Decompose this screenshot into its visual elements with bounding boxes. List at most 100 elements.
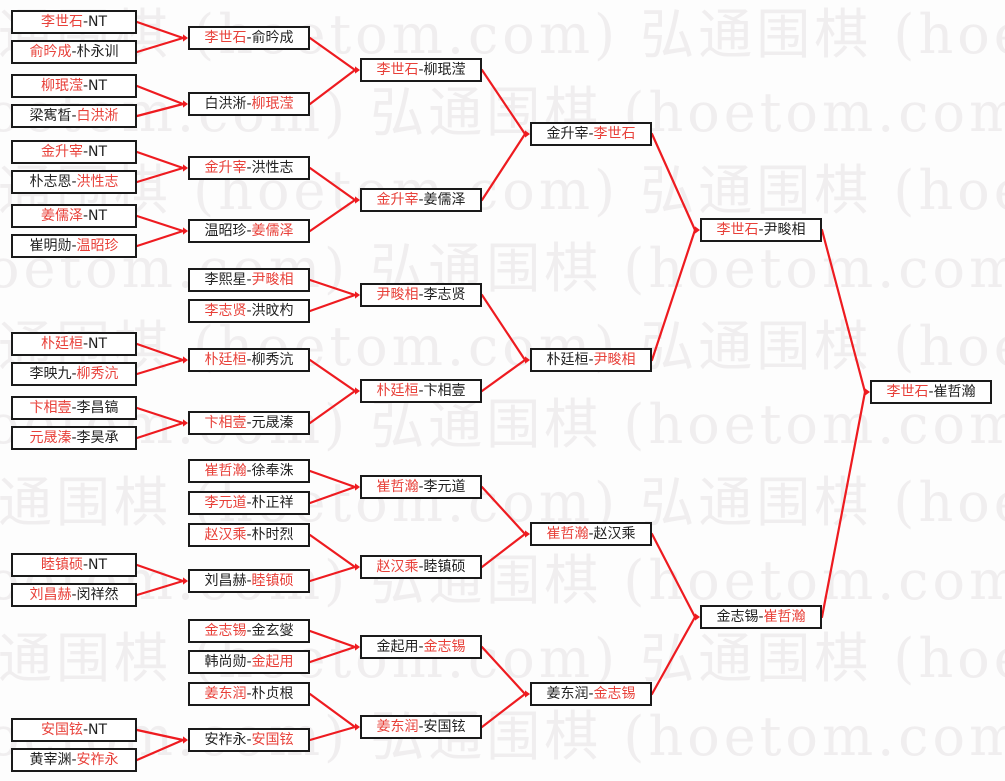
match-box[interactable]: 姜东润-朴贞根	[188, 682, 310, 706]
match-player-left: 姜东润	[376, 719, 419, 735]
match-box[interactable]: 安祚永-安国铉	[188, 728, 310, 752]
match-box[interactable]: 崔哲瀚-赵汉乘	[530, 522, 652, 546]
match-player-right: 柳珉滢	[423, 62, 466, 78]
match-separator: -	[418, 383, 424, 399]
connector-line	[135, 84, 185, 106]
match-box[interactable]: 柳珉滢-NT	[11, 74, 137, 98]
match-separator: -	[71, 366, 77, 382]
connector-line	[135, 20, 185, 40]
match-player-right: NT	[88, 14, 108, 30]
match-box[interactable]: 李映九-柳秀沆	[11, 362, 137, 386]
match-box[interactable]: 睦镇硕-NT	[11, 553, 137, 577]
watermark-text: 弘通围棋 (hoetom.com) 弘通围棋 (hoetom.com) 弘通围棋…	[0, 471, 1005, 534]
match-box[interactable]: 金升宰-李世石	[530, 122, 652, 146]
match-player-left: 金升宰	[546, 126, 589, 142]
match-box[interactable]: 李世石-俞昑成	[188, 26, 310, 50]
connector-line	[308, 692, 357, 729]
match-separator: -	[71, 44, 77, 60]
match-player-right: 崔哲瀚	[763, 609, 806, 625]
match-box[interactable]: 赵汉乘-睦镇硕	[360, 555, 482, 579]
connector-line	[135, 358, 185, 376]
match-box[interactable]: 卞相壹-元晟溱	[188, 411, 310, 435]
match-box[interactable]: 崔哲瀚-徐奉洙	[188, 459, 310, 483]
match-box[interactable]: 俞昑成-朴永训	[11, 40, 137, 64]
match-player-left: 温昭珍	[204, 223, 247, 239]
match-box[interactable]: 卞相壹-李昌镐	[11, 396, 137, 420]
match-separator: -	[71, 430, 77, 446]
match-box[interactable]: 李志贤-洪旼杓	[188, 299, 310, 323]
match-box[interactable]: 李元道-朴正祥	[188, 491, 310, 515]
match-player-right: 温昭珍	[76, 238, 119, 254]
match-player-left: 朴廷桓	[546, 352, 589, 368]
match-box[interactable]: 金升宰-洪性志	[188, 156, 310, 180]
watermark-text: 弘通围棋 (hoetom.com) 弘通围棋 (hoetom.com) 弘通围棋…	[0, 393, 1005, 456]
match-box[interactable]: 崔哲瀚-李元道	[360, 475, 482, 499]
connector-line	[308, 36, 357, 72]
match-box[interactable]: 崔明勋-温昭珍	[11, 234, 137, 258]
match-player-left: 安祚永	[204, 732, 247, 748]
match-box[interactable]: 姜东润-金志锡	[530, 682, 652, 706]
match-player-right: 尹畯相	[251, 272, 294, 288]
match-player-right: 尹畯相	[593, 352, 636, 368]
match-box[interactable]: 姜东润-安国铉	[360, 715, 482, 739]
match-player-left: 李世石	[886, 384, 929, 400]
watermark-text: 弘通围棋 (hoetom.com) 弘通围棋 (hoetom.com) 弘通围棋…	[0, 3, 1005, 66]
match-box[interactable]: 朴廷桓-NT	[11, 332, 137, 356]
match-player-left: 元晟溱	[29, 430, 72, 446]
match-box[interactable]: 朴廷桓-尹畯相	[530, 348, 652, 372]
connector-line	[820, 228, 867, 394]
match-box[interactable]: 赵汉乘-朴时烈	[188, 523, 310, 547]
match-separator: -	[246, 495, 252, 511]
match-box[interactable]: 朴志恩-洪性志	[11, 170, 137, 194]
match-separator: -	[82, 144, 89, 160]
match-box[interactable]: 金起用-金志锡	[360, 635, 482, 659]
connector-line	[308, 198, 357, 233]
match-player-left: 金升宰	[40, 144, 83, 160]
match-player-right: 金玄燮	[251, 623, 294, 639]
match-box[interactable]: 金升宰-NT	[11, 140, 137, 164]
match-player-left: 卞相壹	[29, 400, 72, 416]
match-box[interactable]: 韩尚勋-金起用	[188, 650, 310, 674]
connector-line	[308, 485, 357, 505]
match-player-left: 金起用	[376, 639, 419, 655]
match-box[interactable]: 白洪淅-柳珉滢	[188, 92, 310, 116]
match-player-left: 黄宰渊	[29, 752, 72, 768]
match-player-right: 安国铉	[251, 732, 294, 748]
match-box[interactable]: 朴廷桓-柳秀沆	[188, 348, 310, 372]
match-box[interactable]: 黄宰渊-安祚永	[11, 748, 137, 772]
match-box[interactable]: 李世石-尹畯相	[700, 218, 822, 242]
match-box[interactable]: 李世石-崔哲瀚	[870, 380, 992, 404]
match-player-right: NT	[88, 722, 108, 738]
match-box[interactable]: 尹畯相-李志贤	[360, 283, 482, 307]
match-box[interactable]: 梁寯晳-白洪淅	[11, 104, 137, 128]
match-box[interactable]: 姜儒泽-NT	[11, 204, 137, 228]
match-box[interactable]: 刘昌赫-睦镇硕	[188, 569, 310, 593]
match-box[interactable]: 李熙星-尹畯相	[188, 268, 310, 292]
match-box[interactable]: 温昭珍-姜儒泽	[188, 219, 310, 243]
match-box[interactable]: 安国铉-NT	[11, 718, 137, 742]
watermark-text: 弘通围棋 (hoetom.com) 弘通围棋 (hoetom.com) 弘通围棋…	[0, 237, 1005, 300]
connector-line	[308, 645, 357, 664]
match-player-left: 李熙星	[204, 272, 247, 288]
match-box[interactable]: 元晟溱-李昊承	[11, 426, 137, 450]
match-player-right: 洪旼杓	[251, 303, 294, 319]
match-player-left: 韩尚勋	[204, 654, 247, 670]
match-box[interactable]: 金志锡-崔哲瀚	[700, 605, 822, 629]
match-separator: -	[82, 557, 89, 573]
match-player-left: 安国铉	[40, 722, 83, 738]
match-separator: -	[246, 623, 252, 639]
match-box[interactable]: 金志锡-金玄燮	[188, 619, 310, 643]
match-player-left: 梁寯晳	[29, 108, 72, 124]
match-player-right: 李世石	[593, 126, 636, 142]
connector-line	[480, 132, 527, 202]
match-box[interactable]: 刘昌赫-闵祥然	[11, 583, 137, 607]
match-player-right: 柳秀沆	[76, 366, 119, 382]
match-box[interactable]: 金升宰-姜儒泽	[360, 188, 482, 212]
match-box[interactable]: 朴廷桓-卞相壹	[360, 379, 482, 403]
match-player-left: 金志锡	[204, 623, 247, 639]
match-box[interactable]: 李世石-NT	[11, 10, 137, 34]
connector-line	[308, 358, 357, 393]
match-separator: -	[246, 223, 252, 239]
match-box[interactable]: 李世石-柳珉滢	[360, 58, 482, 82]
watermark-text: 弘通围棋 (hoetom.com) 弘通围棋 (hoetom.com) 弘通围棋…	[0, 627, 1005, 690]
